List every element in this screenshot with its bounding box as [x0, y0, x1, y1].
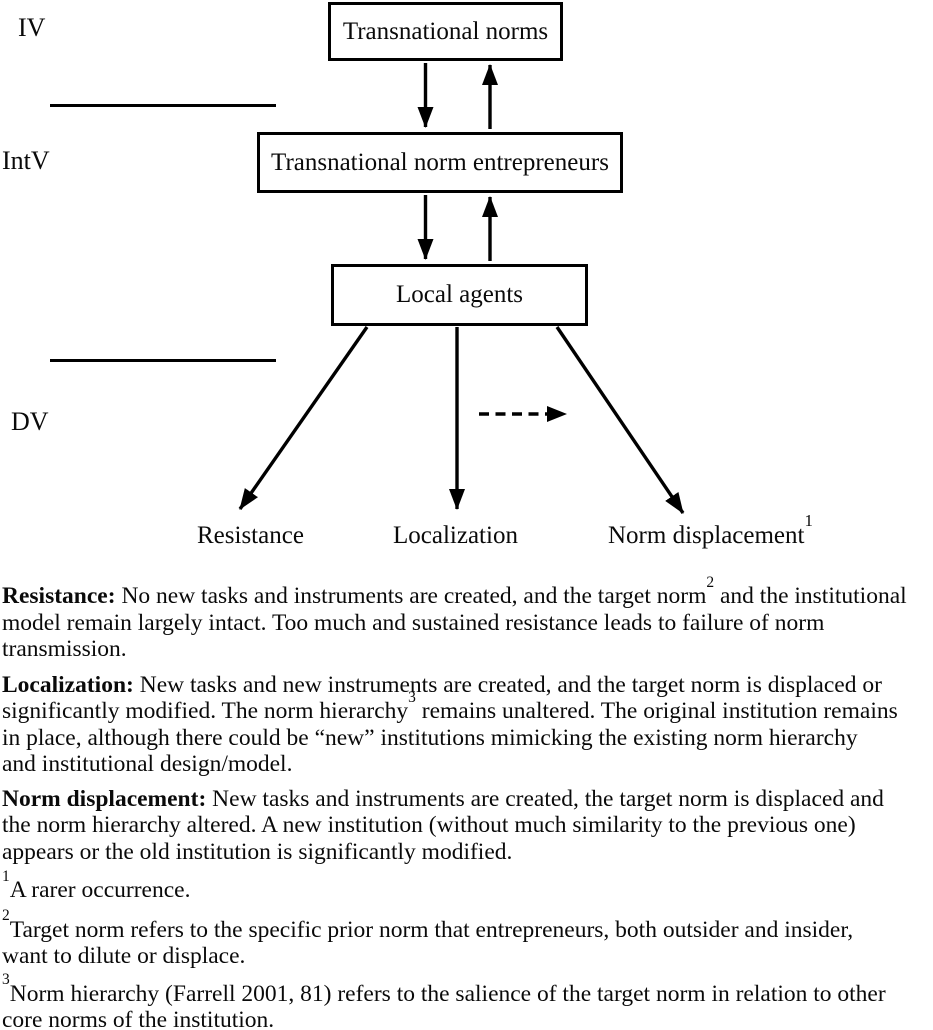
localization-text: Localization: [393, 522, 518, 549]
text-line: 1A rarer occurrence.: [2, 868, 931, 904]
text-line: the norm hierarchy altered. A new instit…: [2, 812, 931, 839]
norm-displacement-footnote-marker: 1: [804, 510, 813, 530]
local-agents-label: Local agents: [395, 281, 524, 308]
intv-variable-label: IntV: [2, 146, 50, 175]
text-segment: appears or the old institution is signif…: [2, 838, 513, 865]
text-segment: the norm hierarchy altered. A new instit…: [2, 812, 856, 838]
footnote-3-paragraph: 3Norm hierarchy (Farrell 2001, 81) refer…: [2, 972, 931, 1030]
text-line: want to dilute or displace.: [2, 943, 931, 970]
footnote-marker: 2: [2, 907, 10, 925]
arrow-agents-to-resistance: [238, 326, 369, 510]
footnote-marker: 1: [2, 867, 10, 885]
norm-entrepreneurs-box: Transnational norm entrepreneurs: [257, 132, 623, 193]
text-segment: Target norm refers to the specific prior…: [9, 916, 854, 943]
figure-notes: Resistance: No new tasks and instruments…: [2, 574, 931, 1030]
norm-diffusion-diagram: IV IntV DV Transnational norms Transnati…: [2, 2, 813, 551]
text-segment: core norms of the institution.: [2, 1007, 275, 1030]
transnational-norms-box: Transnational norms: [328, 2, 563, 61]
localization-definition-paragraph: Localization: New tasks and new instrume…: [2, 672, 931, 778]
text-line: model remain largely intact. Too much an…: [2, 610, 931, 637]
footnote-marker: 3: [2, 971, 10, 989]
norm-entrepreneurs-label: Transnational norm entrepreneurs: [271, 148, 609, 176]
text-segment: and institutional design/model.: [2, 751, 293, 777]
iv-variable-label: IV: [18, 13, 46, 42]
text-segment: New tasks and instruments are created, t…: [206, 785, 884, 812]
norm-displacement-definition-paragraph: Norm displacement: New tasks and instrum…: [2, 786, 931, 866]
text-line: Resistance: No new tasks and instruments…: [2, 574, 931, 610]
text-line: appears or the old institution is signif…: [2, 839, 931, 866]
norm-displacement-text: Norm displacement: [608, 522, 805, 549]
text-segment: want to dilute or displace.: [2, 943, 246, 969]
footnote-1-paragraph: 1A rarer occurrence.: [2, 868, 931, 904]
text-segment: remains unaltered. The original institut…: [415, 698, 898, 724]
resistance-text: Resistance: [197, 522, 304, 549]
text-line: Norm displacement: New tasks and instrum…: [2, 786, 931, 813]
text-segment: No new tasks and instruments are created…: [115, 583, 707, 609]
norm-displacement-outcome-label: Norm displacement1: [608, 512, 813, 551]
text-segment: Norm hierarchy (Farrell 2001, 81) refers…: [9, 980, 886, 1007]
resistance-outcome-label: Resistance: [197, 521, 304, 551]
footnote-marker: 3: [408, 688, 416, 706]
resistance-definition-paragraph: Resistance: No new tasks and instruments…: [2, 574, 931, 663]
text-segment: and the institutional: [714, 583, 907, 609]
text-line: and institutional design/model.: [2, 751, 931, 778]
text-line: in place, although there could be “new” …: [2, 725, 931, 752]
text-segment: significantly modified. The norm hierarc…: [2, 698, 409, 724]
text-segment: Resistance:: [2, 583, 116, 609]
text-line: significantly modified. The norm hierarc…: [2, 689, 931, 725]
footnote-2-paragraph: 2Target norm refers to the specific prio…: [2, 908, 931, 970]
divider-line-intv-dv: [50, 359, 276, 362]
localization-outcome-label: Localization: [393, 521, 518, 551]
text-segment: New tasks and new instruments are create…: [133, 671, 882, 698]
text-segment: Norm displacement:: [2, 785, 207, 812]
text-line: 2Target norm refers to the specific prio…: [2, 908, 931, 944]
text-line: core norms of the institution.: [2, 1007, 931, 1030]
text-line: transmission.: [2, 636, 931, 663]
text-line: 3Norm hierarchy (Farrell 2001, 81) refer…: [2, 972, 931, 1008]
text-segment: in place, although there could be “new” …: [2, 724, 858, 751]
text-segment: A rarer occurrence.: [9, 877, 191, 903]
dv-variable-label: DV: [11, 407, 49, 436]
text-segment: model remain largely intact. Too much an…: [2, 609, 825, 636]
text-line: Localization: New tasks and new instrume…: [2, 672, 931, 699]
text-segment: transmission.: [2, 636, 127, 662]
local-agents-box: Local agents: [331, 264, 588, 326]
footnote-marker: 2: [706, 573, 715, 591]
transnational-norms-label: Transnational norms: [342, 17, 549, 45]
arrow-agents-to-norm-displacement: [555, 326, 685, 514]
text-segment: Localization:: [2, 671, 134, 698]
divider-line-iv-intv: [50, 104, 276, 107]
